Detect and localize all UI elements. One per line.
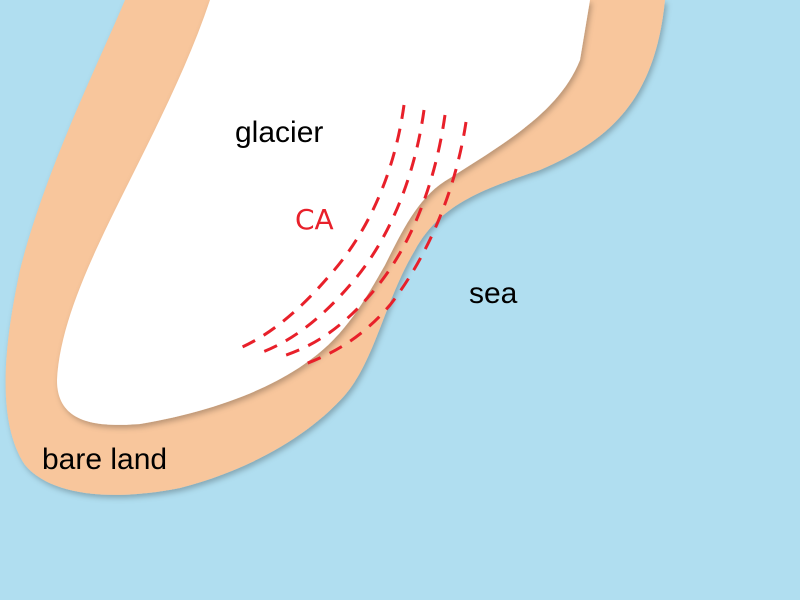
crevasse-line — [239, 104, 406, 350]
crevasse-lines — [239, 104, 468, 368]
sea-label: sea — [469, 277, 518, 310]
ca-label: CA — [295, 203, 334, 236]
bare-land-label: bare land — [42, 443, 167, 476]
crevasse-line — [259, 109, 426, 355]
glacier-label: glacier — [235, 116, 323, 149]
crevasse-line — [299, 121, 468, 368]
crevasse-line — [279, 114, 447, 359]
glacier-area — [57, 0, 590, 425]
